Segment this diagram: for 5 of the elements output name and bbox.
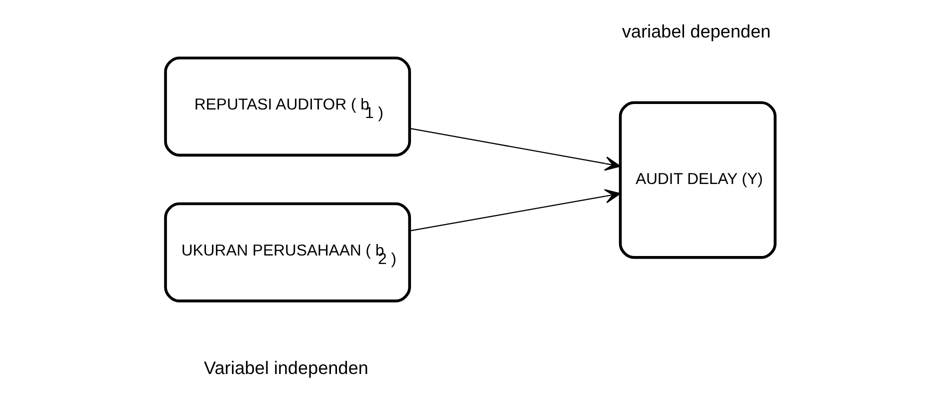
arrow <box>409 128 620 171</box>
label: variabel dependen <box>622 21 770 42</box>
arrow <box>409 189 620 232</box>
node-box: AUDIT DELAY (Y) <box>618 101 776 259</box>
label: Variabel independen <box>203 358 368 378</box>
